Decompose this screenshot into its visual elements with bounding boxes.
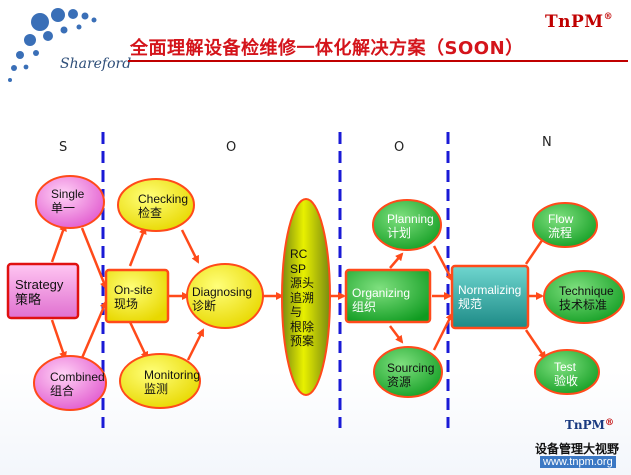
flow-label: Flow 流程 <box>548 212 573 240</box>
arrow-strategy-combined <box>50 319 67 360</box>
arrow-onsite-checking <box>128 226 147 267</box>
monitoring-label: Monitoring 监测 <box>144 368 200 396</box>
tnpm-logo: TnPM® <box>545 12 613 32</box>
diagnosing-label: Diagnosing 诊断 <box>192 285 252 313</box>
node-test <box>534 349 600 395</box>
checking-label-en: Checking <box>138 192 189 206</box>
arrow-planning-normalizing <box>432 245 454 282</box>
node-normalizing <box>450 264 530 330</box>
watermark-registered-mark: ® <box>604 418 614 428</box>
rcsp-label-line4: 追溯 <box>290 290 315 305</box>
sourcing-label: Sourcing 资源 <box>387 361 434 389</box>
phase-label-n: N <box>542 135 552 150</box>
planning-label-en: Planning <box>387 212 434 226</box>
rcsp-label-line7: 预案 <box>290 334 315 348</box>
node-flow <box>532 202 598 248</box>
test-label-zh: 验收 <box>554 374 579 388</box>
watermark-url: www.tnpm.org <box>540 456 616 468</box>
rcsp-label-line2: SP <box>290 261 307 276</box>
rcsp-label-line3: 源头 <box>290 276 315 290</box>
sourcing-label-zh: 资源 <box>387 375 412 389</box>
planning-label: Planning 计划 <box>387 212 434 240</box>
single-label-en: Single <box>51 187 85 201</box>
planning-label-zh: 计划 <box>387 226 412 240</box>
organizing-label: Organizing 组织 <box>352 286 410 314</box>
onsite-label-en: On-site <box>114 283 153 297</box>
phase-label-s: S <box>59 140 68 155</box>
arrow-combined-onsite <box>80 300 108 359</box>
test-label: Test 验收 <box>554 360 578 388</box>
node-planning <box>372 199 442 251</box>
watermark-tnpm-logo: TnPM® <box>565 418 614 432</box>
rcsp-label-line6: 根除 <box>290 319 315 334</box>
tnpm-logo-text: TnPM <box>545 12 604 32</box>
node-combined <box>33 355 107 411</box>
page-title: 全面理解设备检维修一体化解决方案（SOON） <box>130 38 524 59</box>
node-rcsp <box>281 198 331 396</box>
onsite-label: On-site 现场 <box>114 283 153 311</box>
combined-label-zh: 组合 <box>50 384 75 398</box>
sourcing-label-en: Sourcing <box>387 361 435 375</box>
normalizing-label-zh: 规范 <box>458 297 483 311</box>
node-monitoring <box>119 353 201 409</box>
normalizing-label-en: Normalizing <box>458 283 522 297</box>
technique-label-en: Technique <box>559 284 614 298</box>
technique-label: Technique 技术标准 <box>559 284 614 312</box>
node-single <box>35 175 105 229</box>
monitoring-label-zh: 监测 <box>144 382 169 396</box>
node-checking <box>117 178 195 232</box>
flow-label-en: Flow <box>548 212 574 226</box>
flow-label-zh: 流程 <box>548 226 573 240</box>
arrow-organizing-sourcing <box>389 325 404 344</box>
monitoring-label-en: Monitoring <box>144 368 201 382</box>
strategy-label-en: Strategy <box>15 277 64 292</box>
strategy-label-zh: 策略 <box>15 292 42 307</box>
arrow-single-onsite <box>80 227 108 290</box>
arrow-onsite-monitoring <box>128 321 149 360</box>
arrow-normalizing-test <box>524 329 547 360</box>
diagnosing-label-en: Diagnosing <box>192 285 253 299</box>
node-sourcing <box>373 346 443 398</box>
test-label-en: Test <box>554 360 577 374</box>
node-strategy <box>6 262 80 320</box>
strategy-label: Strategy 策略 <box>15 277 63 307</box>
checking-label: Checking 检查 <box>138 192 188 220</box>
organizing-label-en: Organizing <box>352 286 411 300</box>
watermark-tnpm-text: TnPM <box>565 418 605 432</box>
normalizing-label: Normalizing 规范 <box>458 283 521 311</box>
phase-label-o2: O <box>394 140 405 155</box>
header-divider <box>128 60 628 62</box>
single-label: Single 单一 <box>51 187 84 215</box>
node-onsite <box>104 268 170 324</box>
arrow-sourcing-normalizing <box>432 312 454 351</box>
diagnosing-label-zh: 诊断 <box>192 299 217 313</box>
onsite-label-zh: 现场 <box>114 297 139 311</box>
arrow-monitoring-diagnosing <box>186 328 205 361</box>
arrow-checking-diagnosing <box>180 229 200 264</box>
checking-label-zh: 检查 <box>138 206 163 220</box>
rcsp-label: RC SP 源头 追溯 与 根除 预案 <box>290 247 314 349</box>
rcsp-label-line1: RC <box>290 247 308 261</box>
arrow-organizing-planning <box>389 252 404 269</box>
watermark-caption: 设备管理大视野 <box>535 442 620 456</box>
rcsp-label-line5: 与 <box>290 305 303 319</box>
combined-label-en: Combined <box>50 370 105 384</box>
node-organizing <box>344 268 432 324</box>
technique-label-zh: 技术标准 <box>559 298 608 312</box>
combined-label: Combined 组合 <box>50 370 105 398</box>
node-diagnosing <box>186 263 264 329</box>
node-technique <box>543 270 625 324</box>
organizing-label-zh: 组织 <box>352 300 377 314</box>
phase-label-o1: O <box>226 140 237 155</box>
registered-mark: ® <box>603 12 614 22</box>
arrow-strategy-single <box>50 223 67 263</box>
single-label-zh: 单一 <box>51 201 76 215</box>
company-logo-text: Shareford <box>60 56 132 72</box>
